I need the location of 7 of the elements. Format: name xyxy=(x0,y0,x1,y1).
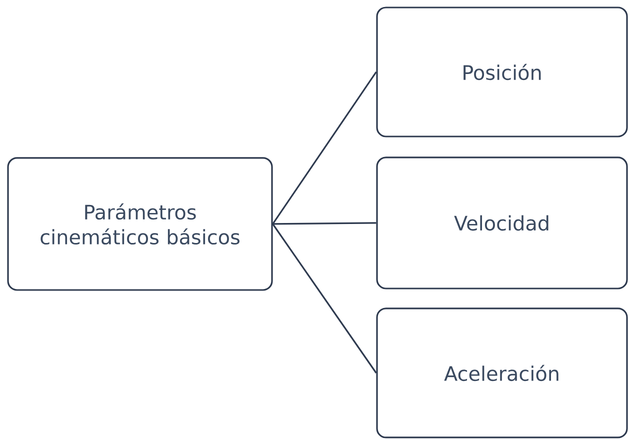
text-box: Parámetros cinemáticos básicos xyxy=(7,157,273,291)
text-box: Aceleración xyxy=(376,308,628,438)
text-box: Velocidad xyxy=(376,156,628,290)
connector-line xyxy=(272,72,377,224)
connector-line xyxy=(272,222,376,225)
connector-line xyxy=(272,224,377,374)
text-box: Posición xyxy=(376,6,628,138)
